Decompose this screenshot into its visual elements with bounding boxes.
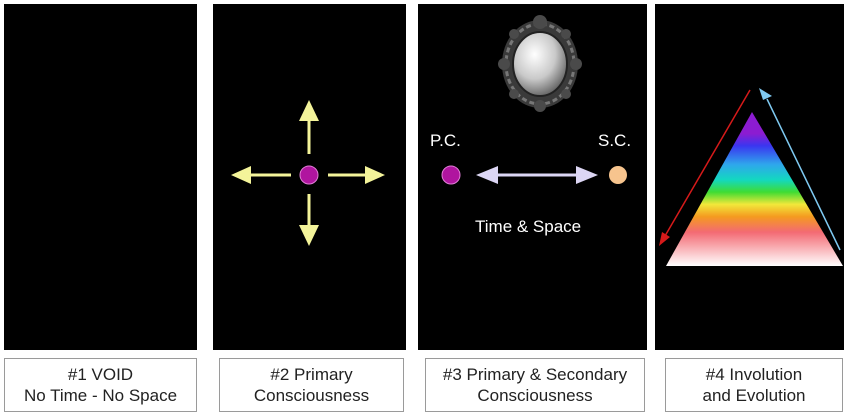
arrow-right-icon	[328, 166, 385, 184]
arrow-left-icon	[231, 166, 291, 184]
ornate-mirror-icon	[498, 15, 582, 112]
caption-primary-secondary-line2: Consciousness	[477, 386, 593, 405]
pc-label: P.C.	[430, 131, 461, 150]
spectrum-pyramid	[666, 112, 843, 266]
void-panel	[4, 4, 197, 350]
involution-evolution-panel	[655, 4, 844, 350]
time-space-label: Time & Space	[475, 217, 582, 236]
secondary-consciousness-dot	[609, 166, 627, 184]
evolution-arrow-icon	[759, 88, 841, 251]
bidirectional-arrow-icon	[476, 166, 598, 184]
caption-primary: #2 Primary Consciousness	[219, 358, 404, 412]
caption-void-line2: No Time - No Space	[23, 386, 178, 405]
primary-consciousness-dot	[441, 165, 461, 185]
primary-secondary-panel: P.C. S.C. Time & Space	[418, 4, 647, 350]
primary-diagram	[231, 100, 385, 246]
arrow-up-icon	[299, 100, 319, 154]
caption-primary-secondary: #3 Primary & Secondary Consciousness	[425, 358, 645, 412]
caption-involution-line1: #4 Involution	[705, 365, 803, 384]
caption-involution-line2: and Evolution	[702, 386, 806, 405]
involution-arrow-icon	[659, 89, 751, 246]
caption-primary-line1: #2 Primary	[270, 365, 353, 384]
caption-void: #1 VOID No Time - No Space	[4, 358, 197, 412]
sc-label: S.C.	[598, 131, 632, 150]
primary-consciousness-dot	[299, 165, 319, 185]
caption-involution-evolution: #4 Involution and Evolution	[665, 358, 843, 412]
caption-primary-secondary-line1: #3 Primary & Secondary	[442, 365, 628, 384]
caption-primary-line2: Consciousness	[253, 386, 370, 405]
primary-consciousness-panel	[213, 4, 406, 350]
pyramid-diagram	[659, 88, 843, 266]
primary-secondary-diagram	[441, 15, 627, 185]
caption-void-line1: #1 VOID	[67, 365, 134, 384]
arrow-down-icon	[299, 194, 319, 246]
